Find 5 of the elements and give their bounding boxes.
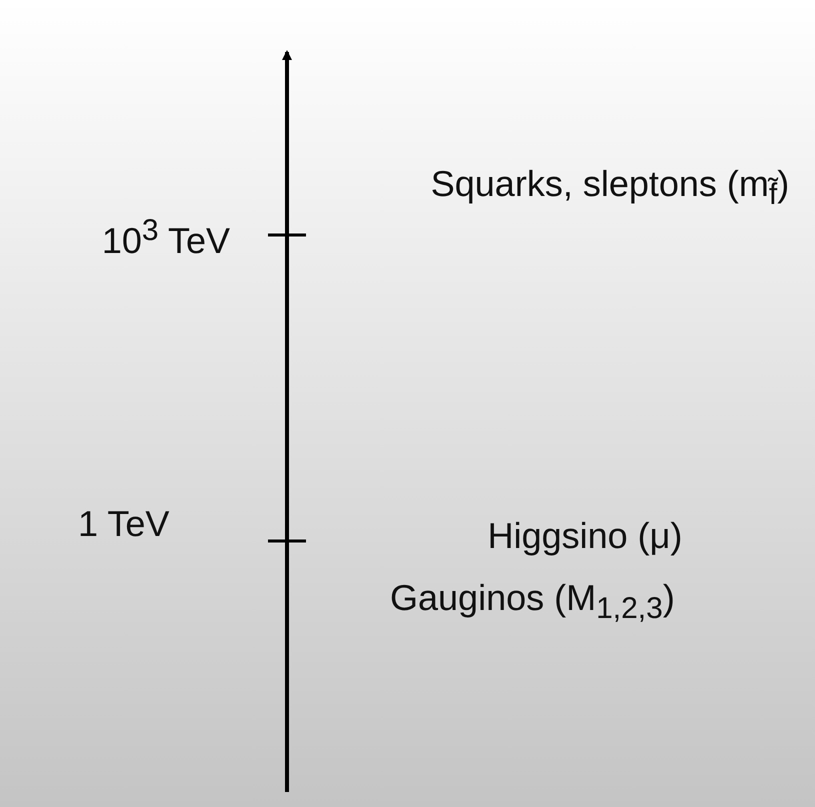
scale-label: 10$^{3}$ TeV <box>100 213 230 263</box>
particle-label: Squarks, sleptons (m$_{f̃}$) <box>430 162 790 214</box>
scale-label: 1 TeV <box>77 502 170 546</box>
particle-label: Gauginos (M$_{1,2,3}$) <box>390 576 676 628</box>
particle-label: Higgsino (μ) <box>486 514 684 558</box>
